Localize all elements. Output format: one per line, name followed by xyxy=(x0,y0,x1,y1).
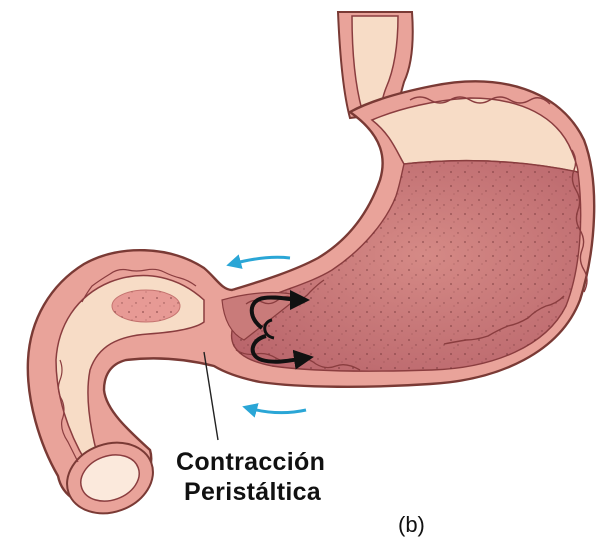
peristalsis-arrow-top xyxy=(232,257,290,264)
contraction-label-line2: Peristáltica xyxy=(184,478,321,507)
contents-speckle xyxy=(232,161,581,371)
duodenal-bolus-speckle xyxy=(112,290,180,322)
panel-label: (b) xyxy=(398,512,425,538)
peristalsis-arrow-bottom xyxy=(248,408,306,413)
contraction-label-line1: Contracción xyxy=(176,448,325,477)
